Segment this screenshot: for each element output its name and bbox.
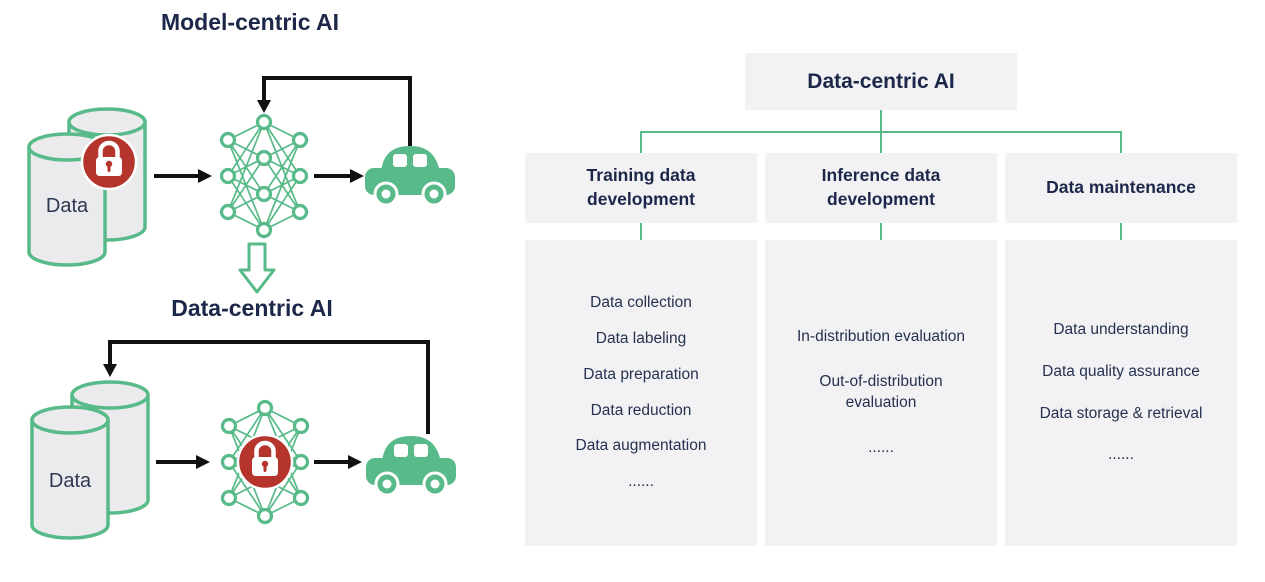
root-node-label: Data-centric AI bbox=[807, 69, 955, 93]
taxonomy-item: Data reduction bbox=[590, 401, 692, 419]
arrowhead bbox=[198, 169, 212, 183]
feedback-loop-arrowhead bbox=[257, 100, 271, 113]
taxonomy-item: ...... bbox=[868, 438, 894, 456]
data-label: Data bbox=[46, 195, 89, 217]
neural-network-icon bbox=[219, 113, 309, 239]
column-header-inference-data: Inference data development bbox=[765, 153, 997, 223]
taxonomy-item: Data labeling bbox=[595, 329, 687, 347]
taxonomy-item: Data preparation bbox=[583, 365, 699, 383]
column-header-data-maintenance: Data maintenance bbox=[1005, 153, 1237, 223]
connector-line bbox=[880, 110, 882, 132]
taxonomy-item: Data storage & retrieval bbox=[1039, 404, 1203, 422]
connector-line bbox=[640, 223, 642, 240]
left-diagram: Model-centric AI Data Data-centric AI D bbox=[27, 9, 458, 540]
data-label: Data bbox=[49, 470, 92, 492]
taxonomy-item: Data augmentation bbox=[575, 437, 707, 455]
feedback-loop-arrow bbox=[108, 340, 430, 434]
taxonomy-item: Data understanding bbox=[1053, 320, 1189, 338]
feedback-loop-arrow bbox=[262, 76, 412, 146]
down-arrow-icon bbox=[238, 242, 276, 294]
data-centric-title: Data-centric AI bbox=[171, 295, 332, 321]
connector-line bbox=[880, 132, 882, 153]
column-header-label: Training data development bbox=[586, 165, 696, 209]
column-header-label: Inference data development bbox=[821, 165, 941, 209]
column-header-label: Data maintenance bbox=[1046, 177, 1196, 198]
arrowhead bbox=[196, 455, 210, 469]
arrowhead bbox=[348, 455, 362, 469]
column-content-inference-data: In-distribution evaluation Out-of-distri… bbox=[765, 240, 997, 546]
arrowhead bbox=[350, 169, 364, 183]
taxonomy-item: Data quality assurance bbox=[1042, 362, 1200, 380]
car-icon bbox=[363, 144, 457, 207]
taxonomy-item: ...... bbox=[628, 473, 654, 491]
model-centric-diagram: Data bbox=[27, 76, 457, 267]
lock-icon bbox=[82, 135, 136, 189]
car-icon bbox=[364, 434, 458, 497]
connector-line bbox=[1120, 223, 1122, 240]
column-content-data-maintenance: Data understanding Data quality assuranc… bbox=[1005, 240, 1237, 546]
column-content-training-data: Data collection Data labeling Data prepa… bbox=[525, 240, 757, 546]
root-node: Data-centric AI bbox=[745, 53, 1017, 110]
taxonomy-item: In-distribution evaluation bbox=[796, 328, 966, 346]
connector-line bbox=[640, 132, 642, 153]
feedback-loop-arrowhead bbox=[103, 364, 117, 377]
data-centric-diagram: Data bbox=[30, 340, 458, 540]
connector-line bbox=[880, 223, 882, 240]
column-header-training-data: Training data development bbox=[525, 153, 757, 223]
taxonomy-item: ...... bbox=[1108, 446, 1134, 464]
taxonomy-item: Data collection bbox=[590, 293, 692, 311]
connector-line bbox=[1120, 132, 1122, 153]
lock-icon bbox=[238, 435, 292, 489]
model-centric-title: Model-centric AI bbox=[161, 9, 339, 35]
taxonomy-item: Out-of-distribution evaluation bbox=[819, 373, 943, 411]
